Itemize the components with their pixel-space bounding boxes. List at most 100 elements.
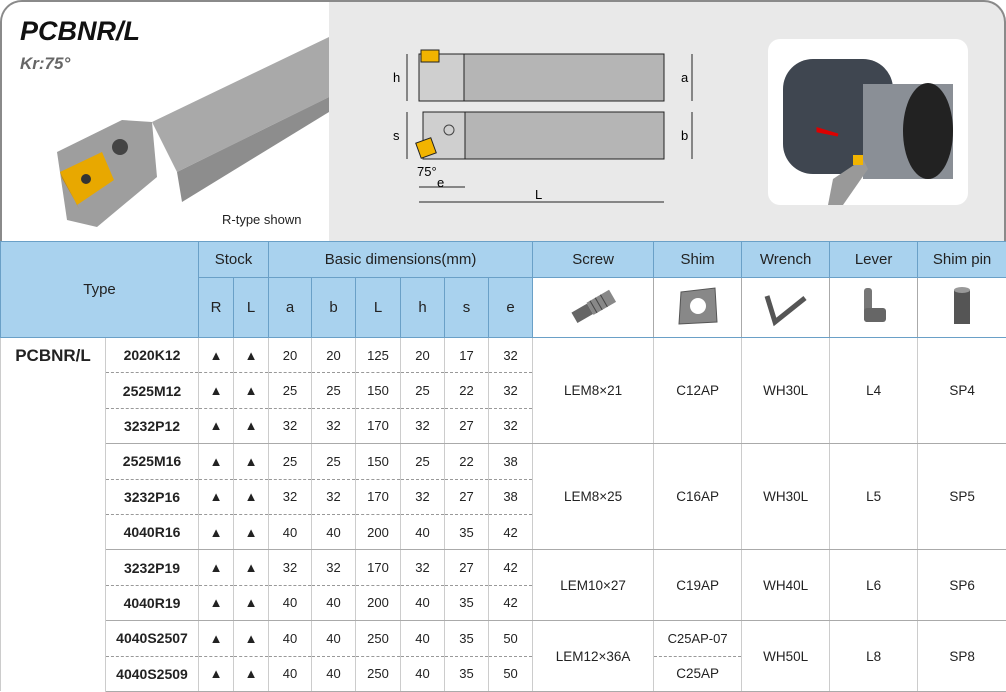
dim-a: 32	[269, 550, 312, 585]
type-code: 2020K12	[106, 338, 199, 373]
dim-h: 25	[401, 373, 445, 408]
basic-dimensions-header: Basic dimensions(mm)	[269, 242, 533, 278]
lever-value: L5	[830, 444, 918, 550]
stock-l: ▲	[234, 514, 269, 549]
stock-r: ▲	[199, 373, 234, 408]
dim-a: 25	[269, 444, 312, 479]
dim-L: 150	[356, 444, 401, 479]
dim-a: 25	[269, 373, 312, 408]
type-code: 2525M12	[106, 373, 199, 408]
shim-pin-icon	[918, 278, 1006, 338]
dim-b: 32	[312, 479, 356, 514]
dim-b: 40	[312, 621, 356, 656]
specification-table: Type Stock Basic dimensions(mm) Screw Sh…	[0, 241, 1006, 692]
shim-pin-value: SP5	[918, 444, 1006, 550]
dim-s: 35	[445, 656, 489, 691]
dim-e: 38	[489, 479, 533, 514]
r-type-caption: R-type shown	[222, 212, 301, 227]
dim-h: 32	[401, 479, 445, 514]
dim-h: 40	[401, 656, 445, 691]
type-code: 4040S2507	[106, 621, 199, 656]
product-header-panel: PCBNR/L Kr:75° R-type shown h a s b 75° …	[0, 0, 1006, 241]
dim-L: 200	[356, 514, 401, 549]
screw-icon	[533, 278, 654, 338]
dim-s: 35	[445, 621, 489, 656]
dim-s-header: s	[445, 278, 489, 338]
dim-L: 170	[356, 550, 401, 585]
dim-b-label: b	[681, 128, 688, 143]
dim-h-label: h	[393, 70, 400, 85]
type-code: 3232P19	[106, 550, 199, 585]
shim-value: C12AP	[654, 338, 742, 444]
stock-l: ▲	[234, 550, 269, 585]
stock-l: ▲	[234, 479, 269, 514]
dim-e: 50	[489, 621, 533, 656]
shim-pin-value: SP4	[918, 338, 1006, 444]
dim-s: 22	[445, 444, 489, 479]
dim-L: 150	[356, 373, 401, 408]
wrench-header: Wrench	[742, 242, 830, 278]
type-code: 4040R19	[106, 585, 199, 620]
dim-angle-label: 75°	[417, 164, 437, 179]
dim-L: 125	[356, 338, 401, 373]
dim-e: 50	[489, 656, 533, 691]
stock-l: ▲	[234, 656, 269, 691]
stock-r: ▲	[199, 656, 234, 691]
lever-value: L8	[830, 621, 918, 692]
dim-a: 40	[269, 585, 312, 620]
screw-header: Screw	[533, 242, 654, 278]
dim-s: 27	[445, 408, 489, 443]
approach-angle: Kr:75°	[20, 54, 70, 74]
stock-l: ▲	[234, 408, 269, 443]
dim-e: 38	[489, 444, 533, 479]
dim-s: 27	[445, 479, 489, 514]
dim-e: 32	[489, 373, 533, 408]
stock-r: ▲	[199, 338, 234, 373]
stock-l: ▲	[234, 444, 269, 479]
stock-r: ▲	[199, 621, 234, 656]
shim-value: C19AP	[654, 550, 742, 621]
wrench-value: WH50L	[742, 621, 830, 692]
dim-b: 40	[312, 514, 356, 549]
shim-value: C25AP-07	[654, 621, 742, 656]
stock-r: ▲	[199, 479, 234, 514]
wrench-icon	[742, 278, 830, 338]
stock-l-header: L	[234, 278, 269, 338]
dim-h: 40	[401, 585, 445, 620]
dim-L: 170	[356, 408, 401, 443]
dim-s: 22	[445, 373, 489, 408]
dim-a: 40	[269, 621, 312, 656]
dim-h: 32	[401, 550, 445, 585]
dim-e-label: e	[437, 175, 444, 190]
type-header: Type	[1, 242, 199, 338]
dim-a-header: a	[269, 278, 312, 338]
dim-s: 35	[445, 585, 489, 620]
dim-h: 25	[401, 444, 445, 479]
wrench-value: WH30L	[742, 444, 830, 550]
dim-a: 32	[269, 479, 312, 514]
lever-value: L4	[830, 338, 918, 444]
tool-photo-panel: PCBNR/L Kr:75° R-type shown	[2, 2, 329, 241]
wrench-value: WH40L	[742, 550, 830, 621]
screw-value: LEM12×36A	[533, 621, 654, 692]
stock-header: Stock	[199, 242, 269, 278]
dim-L: 200	[356, 585, 401, 620]
shim-value: C25AP	[654, 656, 742, 691]
dim-h: 20	[401, 338, 445, 373]
screw-value: LEM8×25	[533, 444, 654, 550]
product-title: PCBNR/L	[20, 16, 140, 47]
dim-a: 40	[269, 656, 312, 691]
shim-pin-header: Shim pin	[918, 242, 1006, 278]
shim-header: Shim	[654, 242, 742, 278]
dim-h: 40	[401, 514, 445, 549]
dim-e: 32	[489, 338, 533, 373]
lever-icon	[830, 278, 918, 338]
stock-l: ▲	[234, 373, 269, 408]
lever-header: Lever	[830, 242, 918, 278]
stock-r: ▲	[199, 585, 234, 620]
dim-e: 32	[489, 408, 533, 443]
type-code: 3232P12	[106, 408, 199, 443]
dim-L: 250	[356, 656, 401, 691]
